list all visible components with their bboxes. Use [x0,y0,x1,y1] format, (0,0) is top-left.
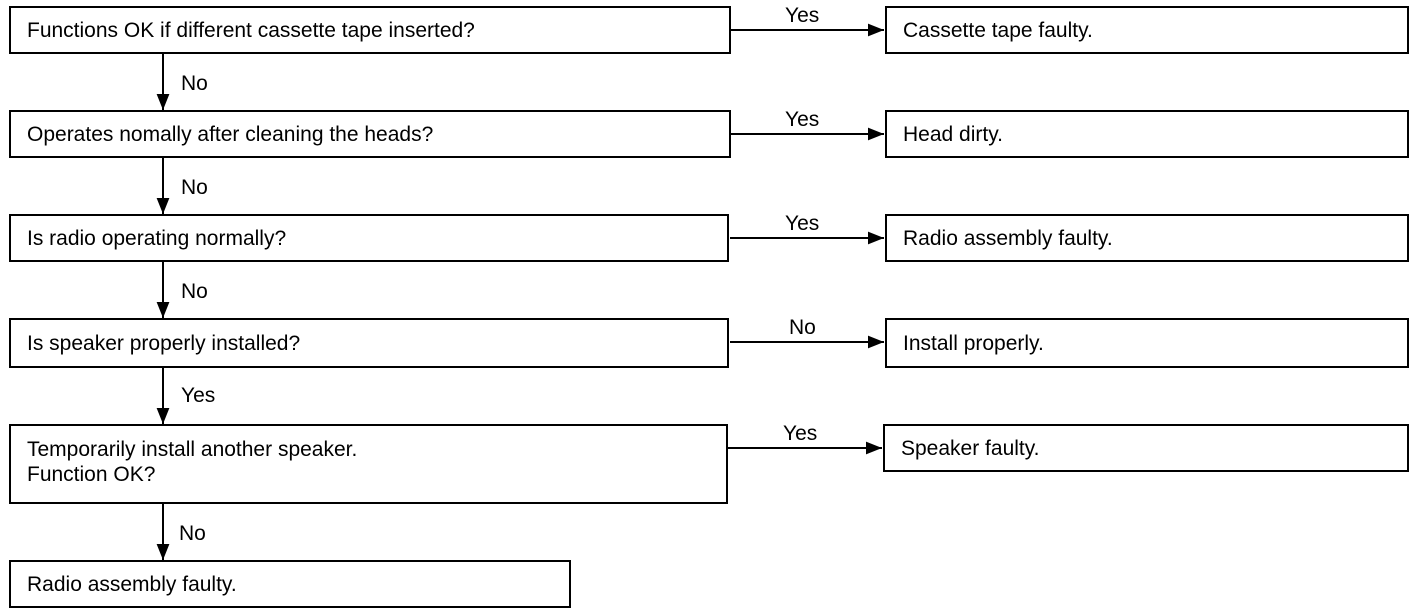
question-text: Operates nomally after cleaning the head… [27,122,434,146]
branch-label-4: No [789,316,816,339]
branch-label-1: Yes [785,4,820,27]
result-text: Speaker faulty. [901,436,1040,460]
branch-label-3: Yes [785,212,820,235]
final-result-text: Radio assembly faulty. [27,572,237,596]
result-text: Head dirty. [903,122,1003,146]
question-text: Is radio operating normally? [27,226,287,250]
question-box-5: Temporarily install another speaker. Fun… [9,424,728,504]
down-label-3: No [181,280,208,303]
branch-label-2: Yes [785,108,820,131]
down-label-4: Yes [181,384,216,407]
question-text: Is speaker properly installed? [27,331,301,355]
question-text: Temporarily install another speaker. Fun… [27,438,358,486]
question-text: Functions OK if different cassette tape … [27,18,475,42]
question-box-1: Functions OK if different cassette tape … [9,6,731,54]
question-box-3: Is radio operating normally? [9,214,729,262]
branch-label-5: Yes [783,422,818,445]
question-box-4: Is speaker properly installed? [9,318,729,368]
result-box-5: Speaker faulty. [883,424,1409,472]
result-box-3: Radio assembly faulty. [885,214,1409,262]
result-text: Cassette tape faulty. [903,18,1093,42]
final-result-box: Radio assembly faulty. [9,560,571,608]
result-text: Install properly. [903,331,1044,355]
result-text: Radio assembly faulty. [903,226,1113,250]
down-label-5: No [179,522,206,545]
result-box-1: Cassette tape faulty. [885,6,1409,54]
down-label-2: No [181,176,208,199]
question-box-2: Operates nomally after cleaning the head… [9,110,731,158]
result-box-2: Head dirty. [885,110,1409,158]
down-label-1: No [181,72,208,95]
result-box-4: Install properly. [885,318,1409,368]
